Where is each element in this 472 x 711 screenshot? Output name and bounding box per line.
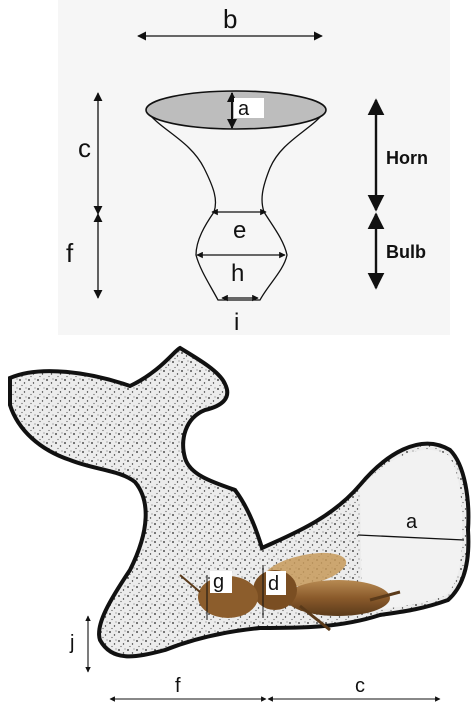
label-j: j	[69, 632, 74, 654]
label-b: b	[223, 4, 237, 34]
bottom-diagram: a g d j f c	[10, 348, 468, 699]
label-h: h	[231, 260, 244, 287]
label-a: a	[238, 98, 250, 120]
top-diagram: a b c f e h i Horn Bulb	[66, 4, 428, 336]
label-g: g	[213, 571, 224, 593]
label-f-top: f	[66, 238, 74, 268]
label-f-bottom: f	[175, 675, 181, 697]
label-bulb: Bulb	[386, 242, 426, 262]
label-e: e	[233, 217, 246, 244]
label-horn: Horn	[386, 148, 428, 168]
label-a-bottom: a	[406, 511, 418, 533]
label-c: c	[78, 133, 91, 163]
label-c-bottom: c	[355, 675, 365, 697]
label-i: i	[234, 309, 239, 336]
label-d: d	[268, 573, 279, 595]
